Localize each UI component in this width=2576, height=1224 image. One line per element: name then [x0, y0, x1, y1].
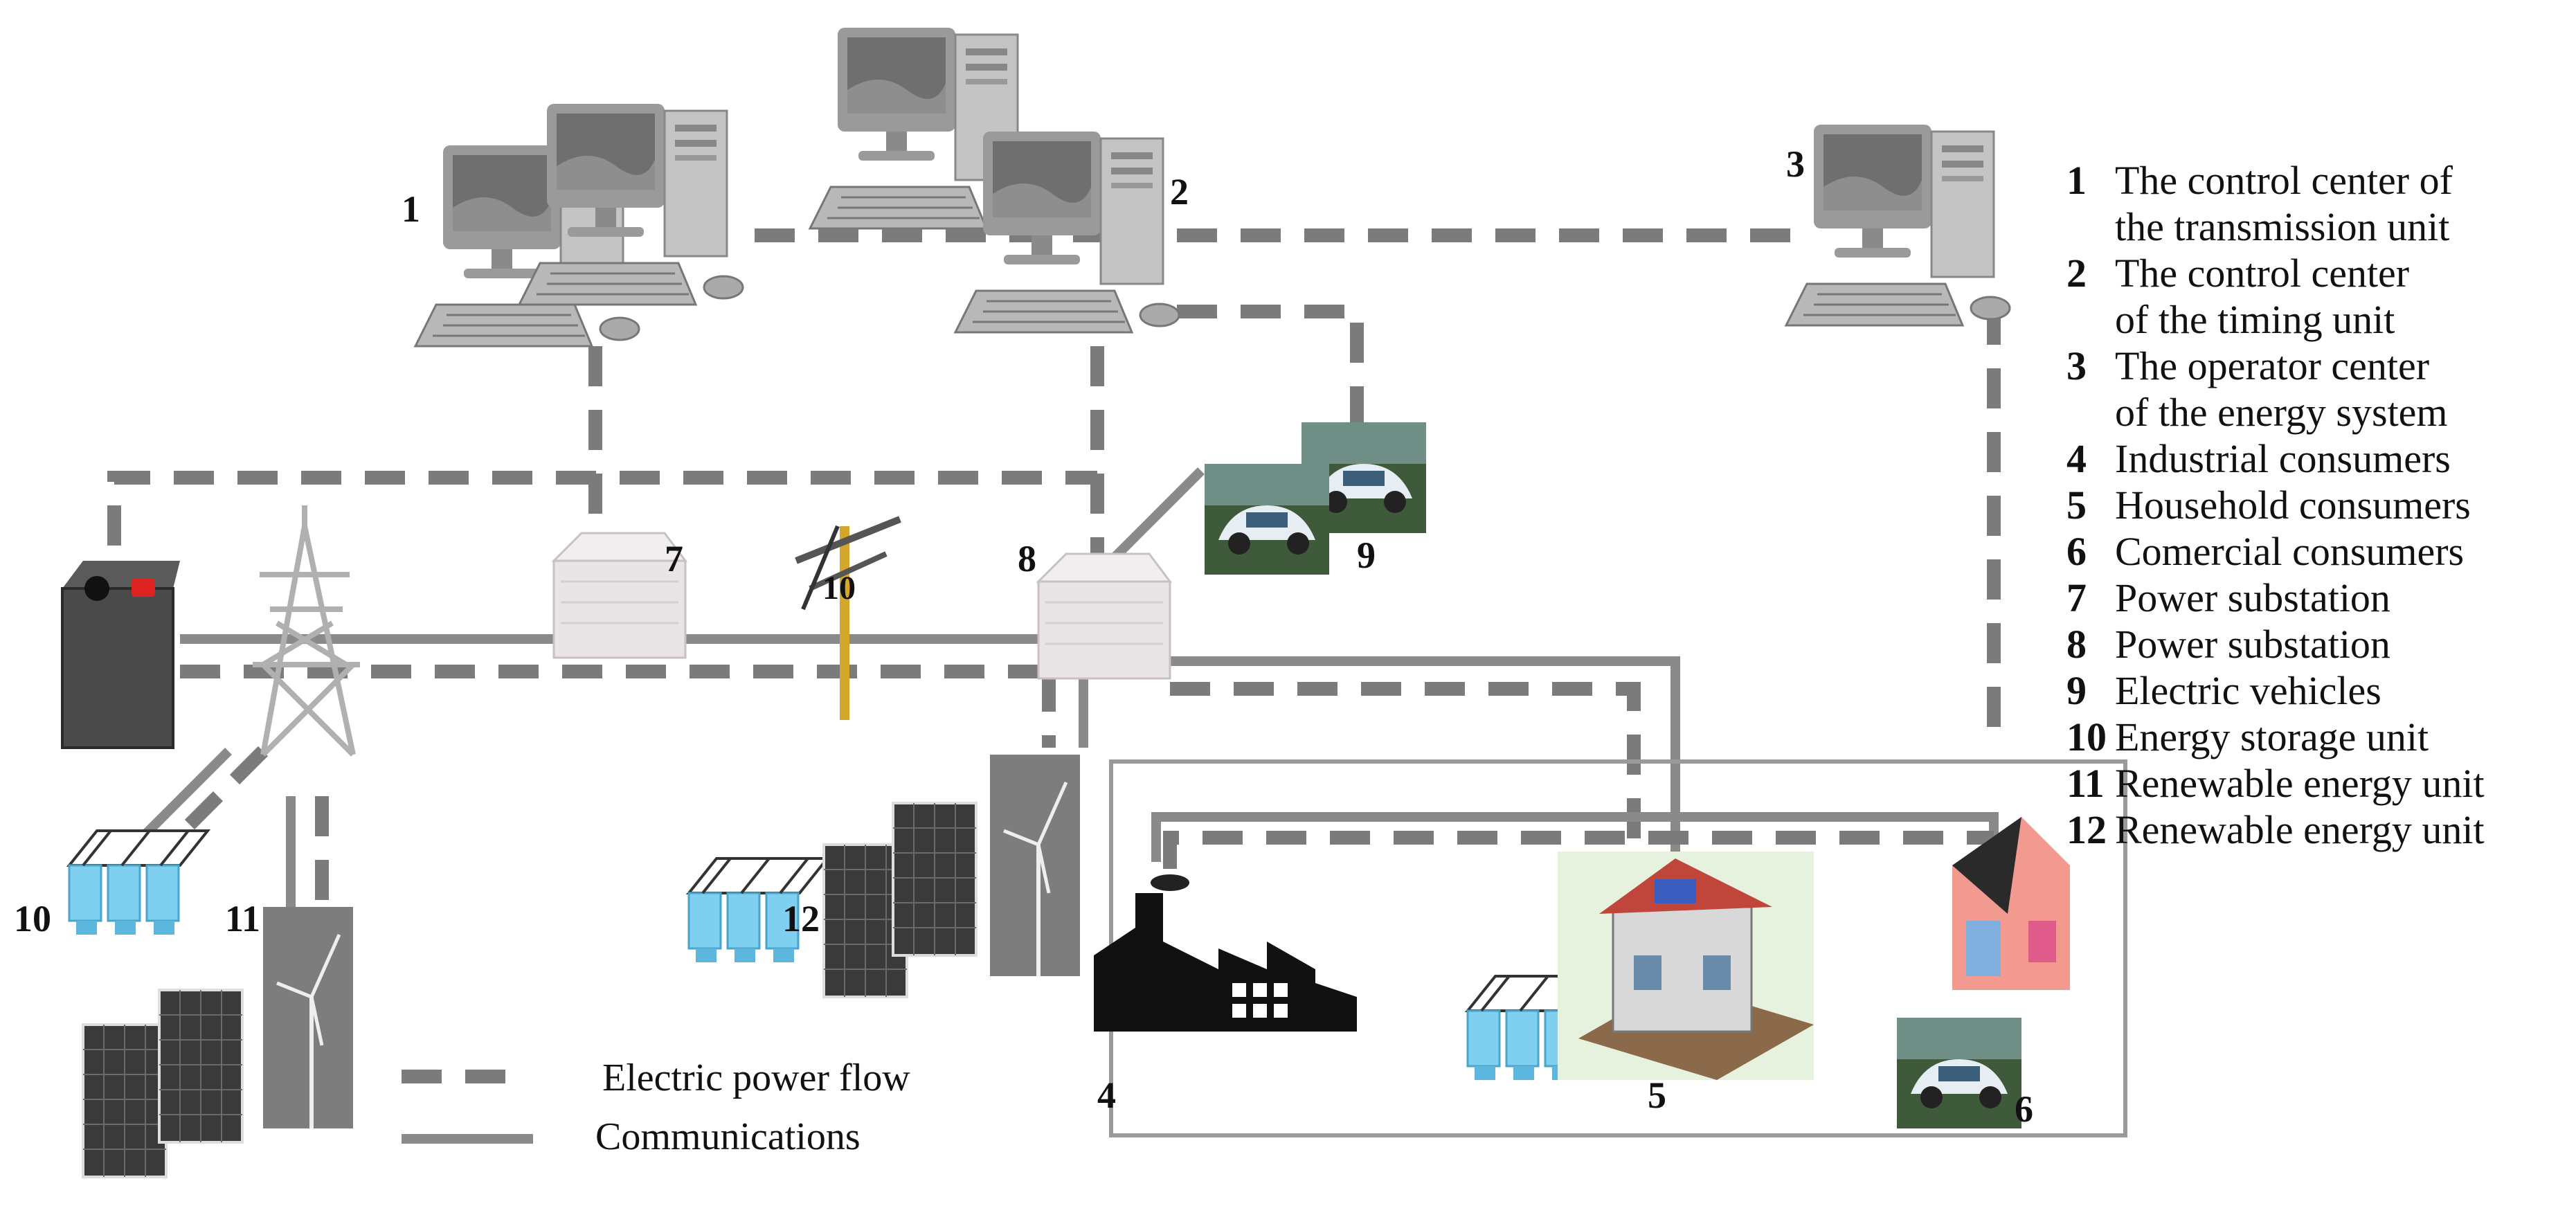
legend-number-7: 7 — [2066, 575, 2087, 620]
ev-commercial-icon — [1897, 1018, 2021, 1128]
renewable-unit-11-icon — [82, 907, 353, 1178]
legend-text-4: Industrial consumers — [2115, 436, 2451, 481]
storage-box-icon — [61, 561, 180, 749]
legend-text-2-line2: of the timing unit — [2115, 297, 2395, 342]
electric-vehicles-icon — [1205, 422, 1426, 575]
label-8: 8 — [1018, 538, 1036, 579]
label-11: 11 — [225, 898, 260, 939]
diagram-number-labels: 1 2 3 7 10 8 9 10 11 12 4 5 6 — [14, 143, 2033, 1130]
legend-text-5: Household consumers — [2115, 483, 2471, 528]
legend-number-11: 11 — [2066, 761, 2105, 806]
legend-text-11: Renewable energy unit — [2115, 761, 2485, 806]
legend-text-2: The control center — [2115, 251, 2409, 296]
legend-number-9: 9 — [2066, 668, 2087, 713]
label-2: 2 — [1170, 171, 1189, 213]
commercial-building-icon — [1952, 817, 2070, 990]
legend-number-10: 10 — [2066, 714, 2107, 759]
legend-text-3: The operator center — [2115, 343, 2429, 388]
legend-text-8: Power substation — [2115, 622, 2390, 667]
label-6: 6 — [2015, 1088, 2033, 1130]
legend-text-3-line2: of the energy system — [2115, 390, 2448, 435]
label-3: 3 — [1786, 143, 1805, 185]
label-10-top: 10 — [822, 570, 856, 606]
legend-text-12: Renewable energy unit — [2115, 807, 2485, 852]
computer-3-icon — [1785, 123, 2011, 327]
legend-solid-label: Communications — [595, 1115, 861, 1158]
computer-2-icon — [809, 26, 1180, 334]
legend-number-6: 6 — [2066, 529, 2087, 574]
label-10: 10 — [14, 898, 51, 939]
transmission-tower-icon — [253, 505, 360, 757]
energy-storage-10-icon — [68, 829, 209, 936]
renewable-unit-12-icon — [822, 755, 1080, 998]
legend-number-3: 3 — [2066, 343, 2087, 388]
utility-pole-icon — [795, 516, 901, 720]
legend-text-7: Power substation — [2115, 575, 2390, 620]
label-4: 4 — [1097, 1074, 1116, 1116]
legend-number-4: 4 — [2066, 436, 2087, 481]
legend-text-10: Energy storage unit — [2115, 714, 2429, 759]
label-9: 9 — [1357, 534, 1376, 576]
legend-number-1: 1 — [2066, 158, 2087, 203]
house-icon — [1558, 852, 1814, 1080]
factory-icon — [1094, 874, 1357, 1032]
legend-dashed-label: Electric power flow — [602, 1056, 910, 1099]
label-5: 5 — [1648, 1074, 1666, 1116]
label-7: 7 — [665, 538, 683, 579]
label-12: 12 — [782, 898, 820, 939]
line-legend: Electric power flow Communications — [402, 1056, 910, 1158]
legend-text-1-line2: the transmission unit — [2115, 204, 2449, 249]
legend-number-5: 5 — [2066, 483, 2087, 528]
legend-number-12: 12 — [2066, 807, 2107, 852]
legend-number-2: 2 — [2066, 251, 2087, 296]
legend-text-1: The control center of — [2115, 158, 2453, 203]
substation-8-icon — [1037, 552, 1171, 680]
legend-text-9: Electric vehicles — [2115, 668, 2381, 713]
label-1: 1 — [402, 188, 420, 230]
legend-number-8: 8 — [2066, 622, 2087, 667]
legend-text-6: Comercial consumers — [2115, 529, 2464, 574]
computer-1-icon — [414, 102, 744, 348]
